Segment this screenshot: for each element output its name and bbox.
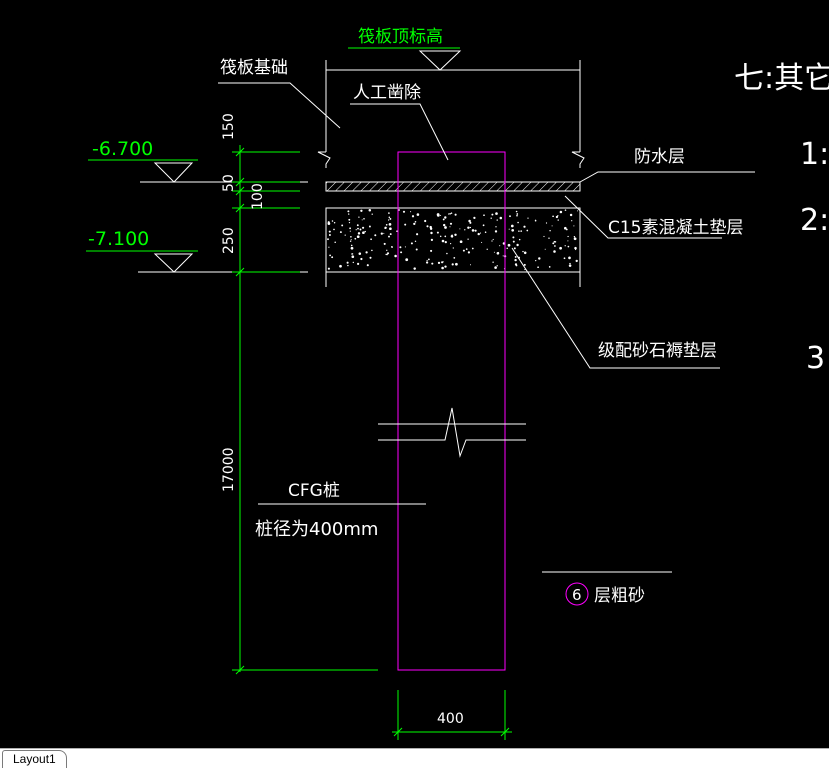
side-item-3: 3 [806,341,825,376]
pile-diameter-label: 桩径为400mm [255,519,378,540]
side-item-1: 1: [800,137,829,172]
c15-cushion-label: C15素混凝土垫层 [608,218,744,238]
layer-number-circle [565,582,589,606]
elevation-6700: -6.700 [92,138,153,160]
side-title: 七:其它 [734,61,829,96]
dim-400: 400 [437,711,464,727]
dimension-lines [232,145,512,740]
coarse-sand-label: 层粗砂 [594,586,645,606]
dim-150: 150 [221,113,237,140]
raft-foundation-outline [317,60,585,168]
cfg-pile-label: CFG桩 [288,481,340,501]
waterproof-layer [325,181,581,192]
gravel-cushion-label: 级配砂石褥垫层 [598,341,717,361]
raft-top-elevation-label: 筏板顶标高 [358,27,443,47]
cfg-pile [397,151,506,671]
layout-tab[interactable]: Layout1 [2,750,67,768]
manual-removal-label: 人工凿除 [353,83,421,103]
dim-100: 100 [250,183,266,210]
layout-status-bar: Layout1 [0,748,829,769]
dim-50: 50 [221,174,237,192]
waterproof-label: 防水层 [634,147,685,167]
side-item-2: 2: [800,203,829,238]
dim-250: 250 [221,227,237,254]
gravel-cushion-layer [325,207,581,287]
dim-17000: 17000 [221,447,237,492]
elevation-7100: -7.100 [88,228,149,250]
raft-foundation-label: 筏板基础 [220,58,288,78]
circle-number: 6 [572,586,582,604]
pile-break-line [378,407,526,458]
cad-drawing-canvas[interactable]: 筏板顶标高 筏板基础 人工凿除 防水层 C15素混凝土垫层 级配砂石褥垫层 CF… [0,0,829,748]
leader-lines [218,82,755,573]
